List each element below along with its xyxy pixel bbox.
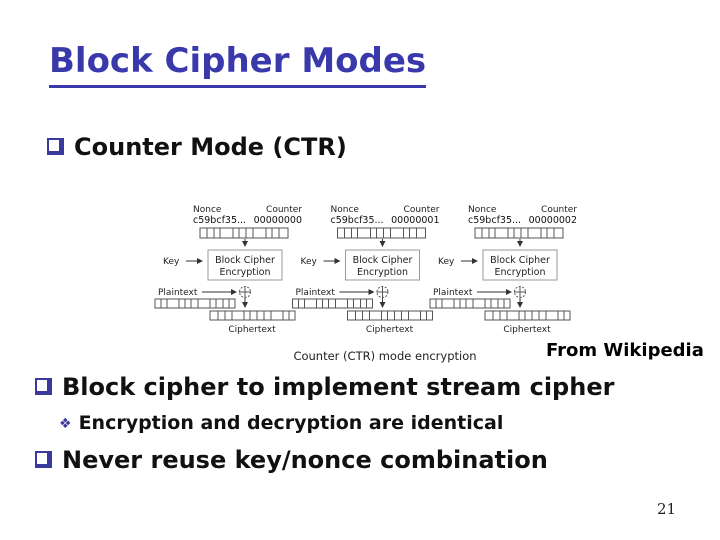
bullet-label: Block cipher to implement stream cipher [62, 373, 615, 401]
key-label: Key [163, 257, 180, 267]
input-block-bar [474, 227, 564, 239]
bullet-label: Never reuse key/nonce combination [62, 446, 548, 474]
counter-value: 00000001 [391, 215, 439, 226]
sub-bullet-identical: ❖ Encryption and decryption are identica… [59, 412, 504, 435]
box-line2: Encryption [219, 267, 270, 278]
diagram-caption: Counter (CTR) mode encryption [293, 349, 476, 363]
plaintext-label: Plaintext [433, 288, 473, 298]
input-block-bar [199, 227, 289, 239]
plaintext-ticks [298, 299, 367, 308]
input-block-ticks [344, 228, 417, 238]
plaintext-bar [292, 298, 373, 309]
counter-label: Counter [266, 205, 302, 215]
key-label: Key [301, 257, 318, 267]
plaintext-label: Plaintext [158, 288, 198, 298]
slide-title: Block Cipher Modes [49, 41, 427, 89]
nonce-value: c59bcf35... [468, 215, 521, 226]
input-block-bar [337, 227, 426, 239]
ciphertext-ticks [355, 311, 427, 320]
counter-value: 00000002 [529, 215, 577, 226]
bullet-label: Counter Mode (CTR) [74, 133, 347, 161]
ciphertext-bar [347, 310, 433, 321]
page-number: 21 [657, 500, 677, 518]
block-cipher-box [345, 249, 420, 281]
plaintext-bar [429, 298, 511, 309]
box-line1: Block Cipher [490, 255, 550, 266]
attribution-text: From Wikipedia [546, 340, 704, 361]
nonce-value: c59bcf35... [193, 215, 246, 226]
ciphertext-ticks [492, 311, 565, 320]
square-bullet-icon [35, 451, 52, 468]
ctr-unit-1: Nonce Counter c59bcf35... 00000000 Key B… [154, 205, 302, 335]
block-cipher-box [482, 249, 558, 281]
block-cipher-box [207, 249, 283, 281]
xor-icon [514, 286, 526, 298]
box-line1: Block Cipher [353, 255, 413, 266]
box-line2: Encryption [494, 267, 545, 278]
xor-icon [376, 286, 389, 298]
ciphertext-label: Ciphertext [228, 325, 276, 335]
ciphertext-label: Ciphertext [503, 325, 551, 335]
ctr-unit-2: Nonce Counter c59bcf35... 00000001 Key B… [292, 205, 440, 335]
key-label: Key [438, 257, 455, 267]
diamond-bullet-icon: ❖ [59, 416, 72, 432]
square-bullet-icon [47, 138, 64, 155]
sub-bullet-label: Encryption and decryption are identical [78, 412, 504, 434]
bullet-counter-mode: Counter Mode (CTR) [47, 134, 347, 160]
bullet-never-reuse: Never reuse key/nonce combination [35, 447, 548, 473]
ctr-unit-3: Nonce Counter c59bcf35... 00000002 Key B… [429, 205, 577, 335]
xor-icon [239, 286, 251, 298]
square-bullet-icon [35, 378, 52, 395]
plaintext-ticks [435, 299, 505, 308]
nonce-label: Nonce [468, 205, 497, 215]
nonce-value: c59bcf35... [331, 215, 384, 226]
ciphertext-bar [209, 310, 296, 321]
plaintext-label: Plaintext [296, 288, 336, 298]
ciphertext-ticks [217, 311, 290, 320]
box-line2: Encryption [357, 267, 408, 278]
ciphertext-bar [484, 310, 571, 321]
ciphertext-label: Ciphertext [366, 325, 414, 335]
counter-value: 00000000 [254, 215, 302, 226]
nonce-label: Nonce [193, 205, 222, 215]
plaintext-ticks [160, 299, 230, 308]
ctr-mode-diagram: Nonce Counter c59bcf35... 00000000 Key B… [154, 205, 577, 363]
input-block-ticks [206, 228, 280, 238]
bullet-stream-cipher: Block cipher to implement stream cipher [35, 374, 614, 400]
nonce-label: Nonce [331, 205, 360, 215]
input-block-ticks [481, 228, 555, 238]
box-line1: Block Cipher [215, 255, 275, 266]
plaintext-bar [154, 298, 236, 309]
counter-label: Counter [404, 205, 440, 215]
counter-label: Counter [541, 205, 577, 215]
